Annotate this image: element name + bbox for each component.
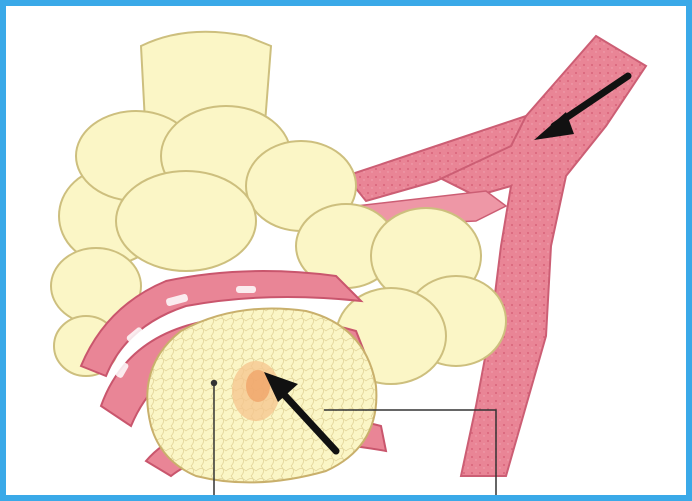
alveolus xyxy=(116,171,256,271)
capillary-gap xyxy=(236,286,256,293)
leader-line-dot xyxy=(212,381,217,386)
alveoli-blood-vessel-diagram xyxy=(6,6,686,495)
capillary-gap xyxy=(396,431,414,438)
alveolus-cross-section xyxy=(147,309,376,483)
